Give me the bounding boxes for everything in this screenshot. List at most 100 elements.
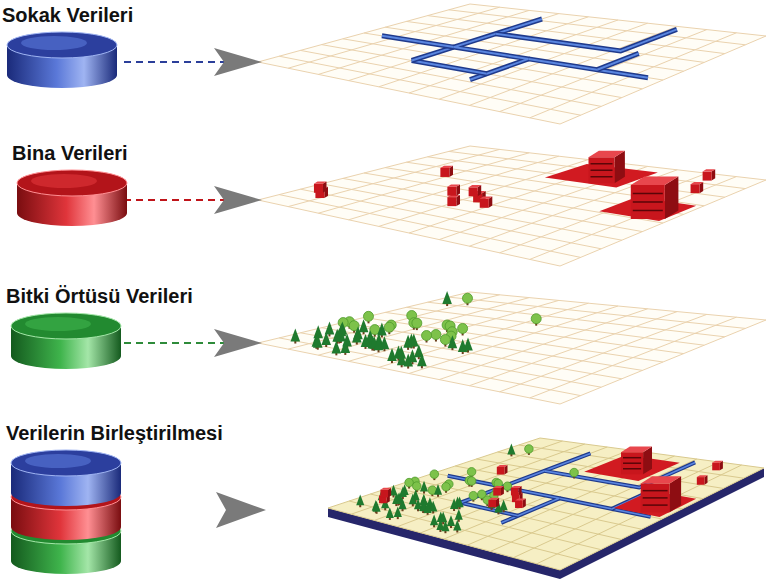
building-roof: [469, 185, 482, 187]
conifer-tree: [448, 335, 458, 348]
database-icon: [6, 31, 122, 89]
building-front: [691, 184, 700, 193]
window-row: [623, 468, 641, 470]
leafy-tree: [458, 323, 468, 333]
arrow-head: [214, 329, 262, 357]
cylinder-top: [7, 32, 117, 58]
conifer-tree: [434, 484, 442, 495]
arrow-head: [214, 186, 262, 214]
building-front: [588, 157, 614, 183]
conifer-tree: [403, 354, 413, 367]
building-front: [440, 168, 449, 177]
database-node: Bitki Örtüsü Verileri: [6, 283, 193, 370]
conifer-tree: [387, 348, 397, 361]
conifer-tree: [420, 481, 428, 492]
cylinder-shine: [21, 36, 87, 50]
database-icon: [16, 169, 132, 227]
conifer-tree: [359, 319, 369, 332]
street: [382, 36, 454, 47]
conifer-tree: [352, 330, 362, 343]
grid-line: [349, 14, 559, 81]
conifer-tree: [392, 493, 400, 504]
grid-line: [500, 314, 707, 391]
street-center: [496, 29, 677, 51]
conifer-tree: [441, 521, 449, 532]
street: [597, 53, 639, 69]
building-front: [511, 488, 519, 496]
arrow-head: [216, 492, 266, 528]
building-roof: [440, 166, 453, 168]
building-front: [493, 488, 501, 496]
leafy-tree: [413, 482, 422, 491]
conifer-tree: [313, 335, 323, 348]
window-row: [643, 490, 668, 492]
window-row: [643, 504, 668, 506]
database-icon: [10, 449, 126, 575]
building-front: [480, 199, 489, 208]
database-node: Bina Verileri: [12, 140, 132, 227]
conifer-tree: [458, 339, 468, 352]
leafy-tree: [467, 468, 476, 477]
conifer-tree: [372, 500, 380, 511]
vegetation-layer: [258, 291, 766, 404]
grid-line: [428, 157, 725, 197]
grid-line: [379, 160, 589, 227]
grid-line: [530, 177, 737, 260]
grid-line: [449, 10, 746, 45]
conifer-tree: [450, 498, 458, 509]
building-roof: [641, 476, 681, 483]
conifer-tree: [409, 494, 417, 505]
leafy-tree: [412, 318, 422, 328]
street: [501, 453, 590, 522]
building-roof: [511, 486, 522, 488]
window-row: [590, 176, 612, 178]
conifer-tree: [394, 506, 402, 517]
conifer-tree: [447, 515, 455, 526]
database-cylinder: [17, 170, 127, 226]
leafy-tree: [440, 335, 450, 345]
combined-layer: [328, 438, 764, 579]
building-roof: [712, 461, 723, 463]
window-row: [623, 462, 641, 464]
plane-surface: [258, 146, 766, 266]
conifer-tree: [356, 495, 364, 506]
leafy-tree: [363, 311, 373, 321]
street-center: [412, 47, 454, 60]
building-roof: [380, 488, 391, 490]
conifer-tree: [403, 335, 413, 348]
building-front: [447, 187, 456, 196]
grid-line: [469, 312, 677, 386]
street-center: [501, 453, 590, 522]
window-row: [633, 193, 663, 195]
building-front: [447, 197, 456, 206]
layer-title: Bitki Örtüsü Verileri: [6, 283, 193, 309]
building-roof: [493, 486, 504, 488]
street-center: [412, 61, 487, 74]
cylinder-top: [11, 313, 121, 339]
conifer-tree: [386, 507, 394, 518]
building-front: [497, 467, 505, 475]
building-roof: [447, 185, 460, 187]
building-front: [621, 452, 643, 474]
leafy-tree: [431, 330, 441, 340]
cylinder-top: [11, 450, 121, 476]
building-roof: [497, 465, 508, 467]
grid-line: [349, 156, 559, 220]
grid-line: [439, 23, 647, 99]
cylinder-top: [17, 170, 127, 196]
leafy-tree: [531, 314, 541, 324]
window-row: [623, 457, 641, 459]
conifer-tree: [430, 514, 438, 525]
window-row: [590, 163, 612, 165]
grid-line: [428, 302, 725, 337]
leafy-tree: [462, 293, 472, 303]
conifer-tree: [399, 499, 407, 510]
layer-planes: [258, 4, 766, 579]
grid-line: [469, 26, 677, 105]
grid-line: [322, 45, 622, 98]
conifer-tree: [417, 353, 427, 366]
building-roof: [621, 447, 652, 453]
street: [529, 59, 649, 78]
arrow-head: [214, 48, 262, 76]
layer-title: Sokak Verileri: [2, 2, 133, 28]
